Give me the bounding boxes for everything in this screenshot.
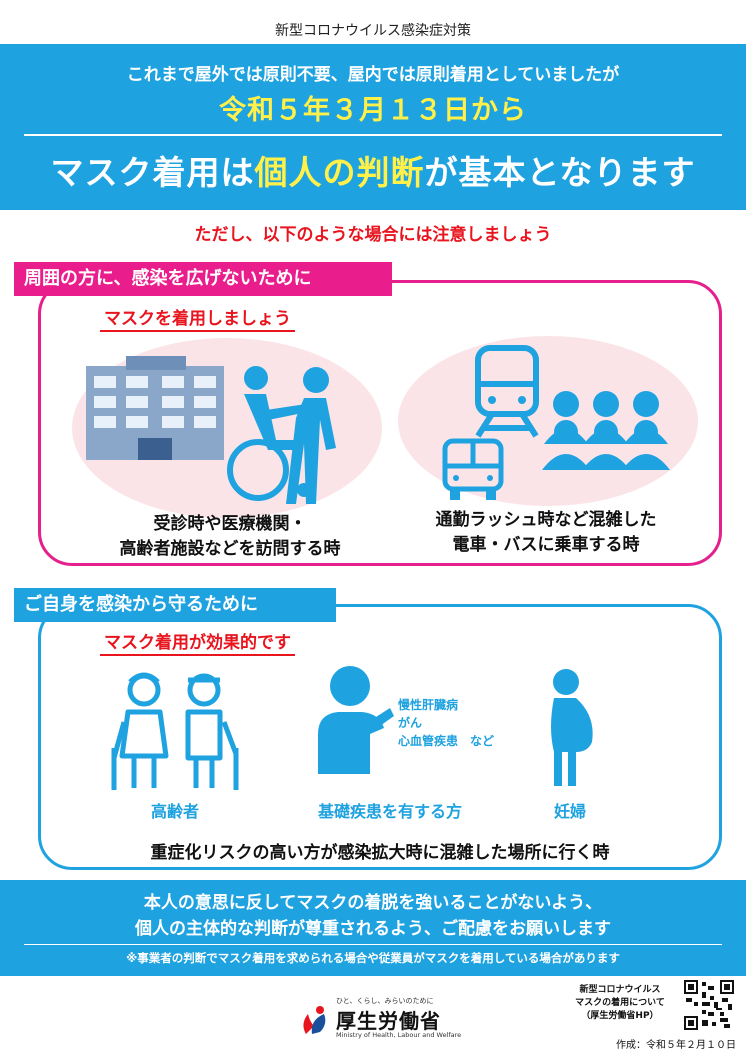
caution-notice: ただし、以下のような場合には注意しましょう	[194, 225, 552, 245]
header-banner: これまで屋外では原則不要、屋内では原則着用としていましたが 令和５年３月１３日か…	[0, 44, 746, 210]
section-self-box	[38, 604, 722, 870]
hospital-building-icon	[86, 356, 224, 460]
disease-cancer: がん	[398, 716, 423, 730]
train-icon	[475, 345, 539, 438]
hp-line2: マスクの着用について	[575, 998, 665, 1008]
footer-note: ※事業者の判断でマスク着用を求められる場合や従業員がマスクを着用している場合があ…	[126, 951, 620, 965]
hp-line1: 新型コロナウイルス	[579, 985, 661, 995]
case-medical-line2: 高齢者施設などを訪問する時	[119, 539, 341, 559]
hp-line3: （厚生労働省HP）	[581, 1011, 659, 1021]
header-main-highlight: 個人の判断	[254, 153, 425, 192]
person-chronic-disease-icon	[318, 666, 394, 774]
case-medical-caption: 受診時や医療機関・ 高齢者施設などを訪問する時	[80, 512, 380, 562]
top-label: 新型コロナウイルス感染症対策	[275, 23, 471, 39]
header-date: 令和５年３月１３日から	[219, 95, 527, 126]
wheelchair-caregiver-icon	[227, 366, 336, 504]
footer-line2: 個人の主体的な判断が尊重されるよう、ご配慮をお願いします	[135, 919, 611, 939]
section-others-tab: 周囲の方に、感染を広げないために	[14, 262, 392, 296]
section-others-subtitle: マスクを着用しましょう	[100, 304, 295, 332]
footer-line1: 本人の意思に反してマスクの着脱を強いることがないよう、	[143, 893, 603, 913]
disease-cardiovascular: 心血管疾患 など	[398, 734, 495, 748]
label-underlying-disease: 基礎疾患を有する方	[317, 802, 462, 821]
case-transit-caption: 通勤ラッシュ時など混雑した 電車・バスに乗車する時	[396, 508, 696, 558]
qr-code-icon[interactable]	[684, 980, 734, 1030]
label-pregnant: 妊婦	[553, 802, 586, 821]
pregnant-woman-icon	[551, 669, 593, 786]
header-main-part-b: が基本となります	[424, 153, 696, 192]
case-medical-line1: 受診時や医療機関・	[153, 514, 307, 534]
elderly-couple-icon	[111, 672, 239, 790]
header-main-message: マスク着用は個人の判断が基本となります	[0, 146, 746, 194]
header-divider	[24, 134, 722, 136]
case-transit-line1: 通勤ラッシュ時など混雑した	[435, 510, 657, 530]
case-transit-line2: 電車・バスに乗車する時	[452, 535, 640, 555]
crowd-icon	[542, 391, 670, 470]
logo-tagline: ひと、くらし、みらいのために	[336, 997, 434, 1005]
hp-reference: 新型コロナウイルス マスクの着用について （厚生労働省HP）	[560, 984, 680, 1023]
logo-english-name: Ministry of Health, Labour and Welfare	[336, 1031, 462, 1039]
bus-icon	[442, 438, 504, 500]
high-risk-statement: 重症化リスクの高い方が感染拡大時に混雑した場所に行く時	[150, 843, 610, 863]
section-self-tab: ご自身を感染から守るために	[14, 588, 336, 622]
footer-banner: 本人の意思に反してマスクの着脱を強いることがないよう、 個人の主体的な判断が尊重…	[0, 880, 746, 976]
label-elderly: 高齢者	[150, 802, 199, 821]
header-intro: これまで屋外では原則不要、屋内では原則着用としていましたが	[126, 65, 620, 85]
section-self-subtitle: マスク着用が効果的です	[100, 628, 295, 656]
disease-list: 慢性肝臓病 がん 心血管疾患 など	[398, 696, 494, 750]
logo-name: 厚生労働省	[336, 1009, 441, 1033]
footer-divider	[24, 944, 722, 945]
header-main-part-a: マスク着用は	[50, 153, 255, 192]
created-date: 作成：令和５年２月１０日	[616, 1040, 736, 1051]
disease-liver: 慢性肝臓病	[398, 698, 459, 712]
mhlw-logo-icon	[303, 1006, 326, 1034]
